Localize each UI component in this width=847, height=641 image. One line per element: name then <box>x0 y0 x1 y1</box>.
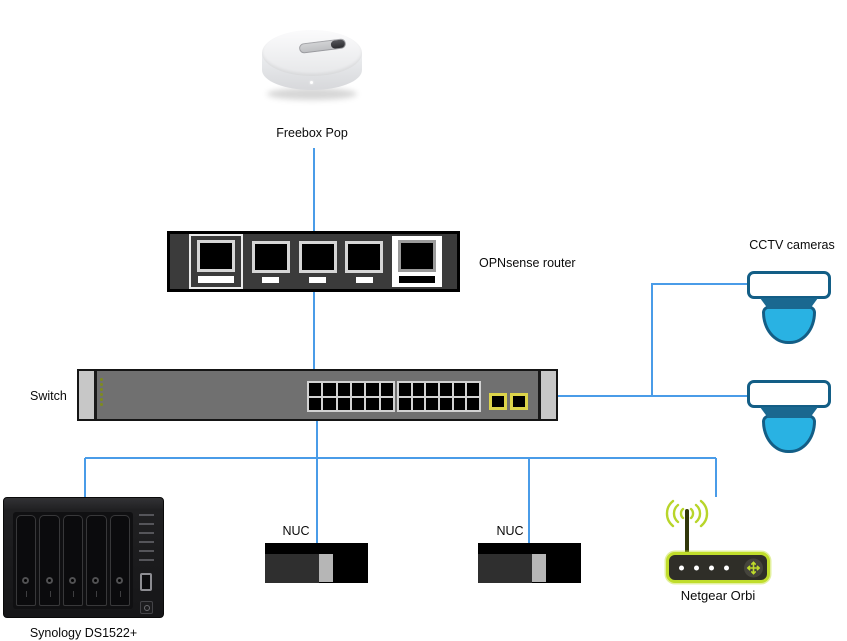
antenna-icon <box>685 509 689 555</box>
network-switch-device <box>77 369 558 421</box>
ethernet-port-icon <box>345 240 384 273</box>
camera-housing <box>747 271 831 299</box>
router-port-group <box>298 240 337 283</box>
label-synology-nas: Synology DS1522+ <box>29 626 138 640</box>
nuc-drive-slot <box>319 554 333 582</box>
nuc-drive-slot <box>532 554 546 582</box>
freebox-slot-cap <box>330 39 346 49</box>
rack-bracket <box>538 371 556 419</box>
camera-mount <box>760 407 818 418</box>
cctv-camera-icon <box>747 380 831 453</box>
freebox-top <box>262 30 362 76</box>
camera-dome <box>762 305 816 344</box>
nas-front-panel <box>134 514 160 614</box>
netgear-orbi-device <box>666 552 770 583</box>
camera-housing <box>747 380 831 408</box>
nuc-device <box>265 543 368 583</box>
label-freebox: Freebox Pop <box>276 126 348 140</box>
drive-bay <box>16 515 37 606</box>
drive-bay <box>109 515 131 606</box>
sfp-port-icon <box>489 393 507 410</box>
ethernet-port-bank <box>307 381 395 412</box>
drive-bay <box>39 515 60 606</box>
label-opnsense-router: OPNsense router <box>479 256 576 270</box>
rack-bracket <box>79 371 97 419</box>
label-netgear-orbi: Netgear Orbi <box>680 588 756 603</box>
freebox-led <box>310 81 313 84</box>
router-port-group <box>251 240 290 283</box>
router-arrows-icon <box>744 558 763 577</box>
wifi-signal-icon <box>665 499 709 528</box>
port-status-bar <box>309 276 326 283</box>
sfp-port-icon <box>510 393 528 410</box>
power-button-icon <box>140 601 153 614</box>
router-port-group <box>345 240 384 283</box>
label-nuc-1: NUC <box>282 524 310 538</box>
switch-status-leds <box>100 378 103 406</box>
ethernet-port-icon <box>251 240 290 273</box>
ethernet-port-icon <box>398 240 436 272</box>
port-status-bar <box>262 276 280 283</box>
nuc-front-panel <box>478 554 532 583</box>
drive-bay <box>86 515 107 606</box>
synology-nas-device <box>3 497 164 618</box>
ethernet-port-bank <box>397 381 481 412</box>
orbi-status-leds <box>679 565 729 570</box>
port-status-bar <box>355 276 373 283</box>
usb-port-icon <box>140 573 152 591</box>
label-nuc-2: NUC <box>496 524 524 538</box>
ethernet-port-icon <box>298 240 337 273</box>
drive-bay <box>62 515 84 606</box>
camera-dome <box>762 414 816 453</box>
label-cctv-cameras: CCTV cameras <box>749 238 835 252</box>
router-port-group <box>392 236 442 287</box>
cctv-camera-icon <box>747 271 831 344</box>
nuc-front-panel <box>265 554 319 583</box>
ethernet-port-icon <box>197 240 235 272</box>
nuc-device <box>478 543 581 583</box>
port-status-bar <box>198 276 234 283</box>
freebox-pop-device <box>262 30 362 102</box>
camera-mount <box>760 298 818 309</box>
port-status-bar <box>399 276 435 283</box>
freebox-shadow <box>267 88 357 100</box>
drive-bay-area <box>13 512 133 609</box>
label-switch: Switch <box>30 389 67 403</box>
router-port-group <box>189 234 243 289</box>
opnsense-router-device <box>167 231 460 292</box>
